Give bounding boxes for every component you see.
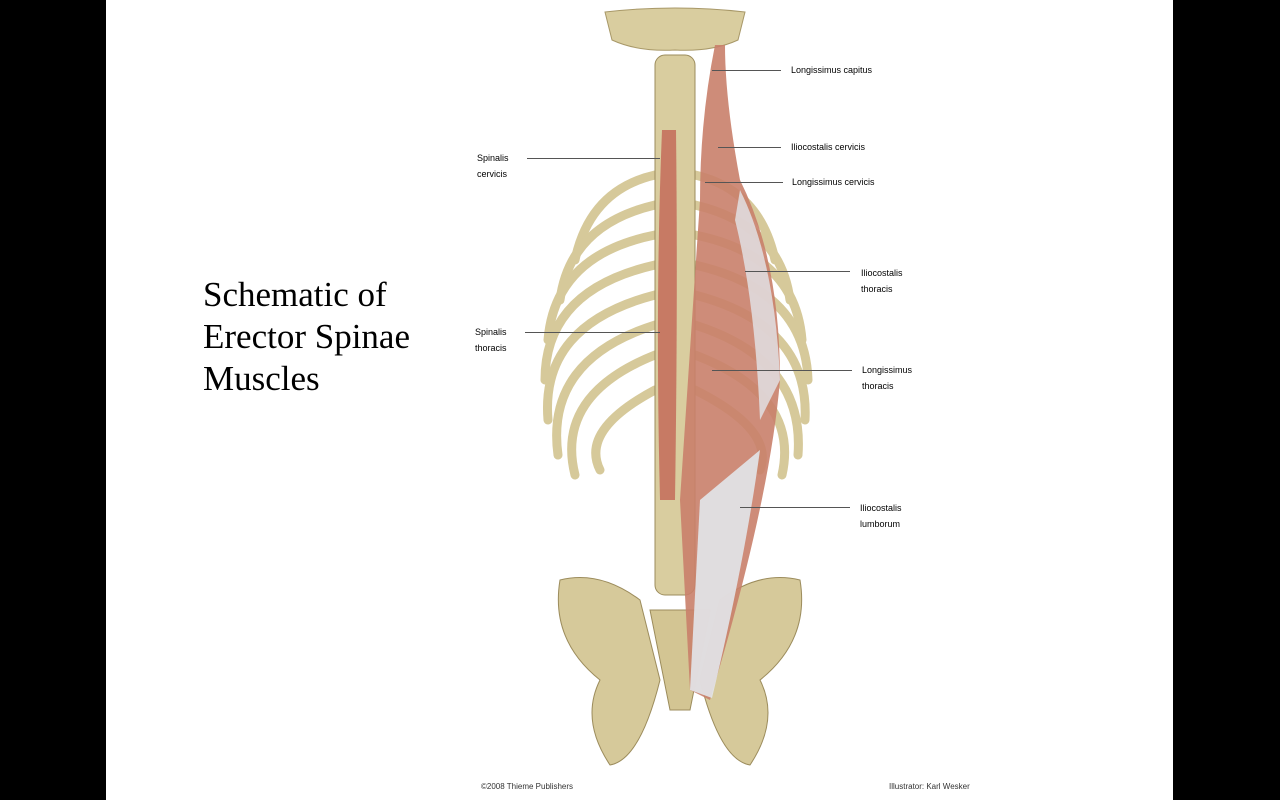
copyright-text: ©2008 Thieme Publishers	[481, 782, 574, 791]
leader-line	[525, 332, 660, 333]
label-line: thoracis	[861, 284, 893, 294]
leader-line	[745, 271, 850, 272]
label-line: thoracis	[475, 343, 507, 353]
leader-line	[718, 147, 781, 148]
label-line: Iliocostalis	[861, 268, 903, 278]
erector-spinae-illustration	[540, 7, 813, 766]
label-iliocostalis-thoracis: Iliocostalis thoracis	[861, 265, 903, 297]
title-line: Erector Spinae	[203, 317, 410, 356]
slide: Schematic of Erector Spinae Muscles	[106, 0, 1173, 800]
label-longissimus-thoracis: Longissimus thoracis	[862, 362, 912, 394]
label-line: Longissimus	[862, 365, 913, 375]
label-line: thoracis	[862, 381, 894, 391]
label-longissimus-capitus: Longissimus capitus	[791, 65, 873, 75]
leader-line	[527, 158, 660, 159]
label-line: Spinalis	[477, 153, 509, 163]
leader-line	[712, 370, 852, 371]
label-spinalis-thoracis: Spinalis thoracis	[475, 324, 507, 356]
label-line: cervicis	[477, 169, 508, 179]
label-line: lumborum	[860, 519, 901, 529]
label-longissimus-cervicis: Longissimus cervicis	[792, 177, 875, 187]
title-line: Muscles	[203, 359, 320, 398]
label-line: Spinalis	[475, 327, 507, 337]
label-spinalis-cervicis: Spinalis cervicis	[477, 150, 509, 182]
label-line: Iliocostalis	[860, 503, 902, 513]
leader-line	[712, 70, 781, 71]
label-iliocostalis-lumborum: Iliocostalis lumborum	[860, 500, 902, 532]
slide-title: Schematic of Erector Spinae Muscles	[203, 274, 410, 400]
leader-line	[705, 182, 783, 183]
title-line: Schematic of	[203, 275, 387, 314]
illustrator-credit: Illustrator: Karl Wesker	[889, 782, 970, 791]
leader-line	[740, 507, 850, 508]
label-iliocostalis-cervicis: Iliocostalis cervicis	[791, 142, 866, 152]
